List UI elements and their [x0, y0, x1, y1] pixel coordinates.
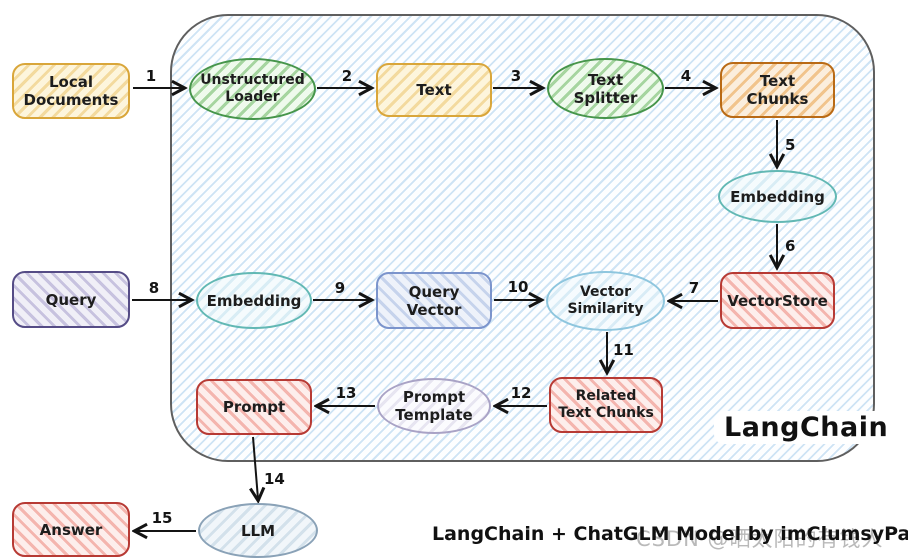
- node-vectorstore-label: VectorStore: [727, 291, 828, 310]
- node-embedding-query-label: Embedding: [206, 291, 302, 310]
- node-query-label: Query: [45, 290, 97, 309]
- node-related-text-chunks-label: Related Text Chunks: [558, 388, 654, 421]
- edge-label-14: 14: [264, 470, 285, 488]
- node-unstructured-loader-label: Unstructured Loader: [200, 72, 305, 105]
- node-prompt-label: Prompt: [222, 398, 286, 416]
- node-text-splitter-label: Text Splitter: [573, 70, 638, 107]
- diagram-caption: LangChain + ChatGLM Model by imClumsyPan…: [432, 523, 908, 545]
- node-embedding-doc-label: Embedding: [730, 187, 825, 206]
- edge-label-8: 8: [149, 279, 159, 297]
- node-prompt-template-label: Prompt Template: [395, 388, 473, 424]
- node-text-label: Text: [416, 81, 452, 99]
- node-local-documents: Local Documents: [12, 63, 130, 119]
- node-vectorstore: VectorStore: [720, 272, 835, 329]
- node-query-vector-label: Query Vector: [406, 282, 462, 319]
- node-llm: LLM: [198, 503, 318, 558]
- edge-label-15: 15: [152, 509, 173, 527]
- node-embedding-query: Embedding: [196, 272, 312, 329]
- csdn-watermark: CSDN @晒太阳的有钱人: [636, 527, 884, 551]
- node-answer-label: Answer: [39, 520, 103, 539]
- node-vector-similarity: Vector Similarity: [546, 271, 665, 331]
- node-embedding-doc: Embedding: [718, 170, 837, 223]
- node-text: Text: [376, 63, 492, 117]
- node-local-documents-label: Local Documents: [23, 73, 119, 109]
- node-text-chunks-label: Text Chunks: [746, 72, 809, 108]
- node-unstructured-loader: Unstructured Loader: [189, 58, 316, 120]
- node-vector-similarity-label: Vector Similarity: [567, 284, 644, 317]
- node-llm-label: LLM: [240, 521, 276, 540]
- node-prompt: Prompt: [196, 379, 312, 435]
- node-prompt-template: Prompt Template: [377, 378, 491, 434]
- node-text-chunks: Text Chunks: [720, 62, 835, 118]
- node-query: Query: [12, 271, 130, 328]
- edge-label-1: 1: [146, 67, 156, 85]
- langchain-frame-label: LangChain: [714, 411, 899, 444]
- node-related-text-chunks: Related Text Chunks: [549, 377, 663, 433]
- node-answer: Answer: [12, 502, 130, 557]
- node-text-splitter: Text Splitter: [547, 58, 664, 119]
- node-query-vector: Query Vector: [376, 272, 492, 329]
